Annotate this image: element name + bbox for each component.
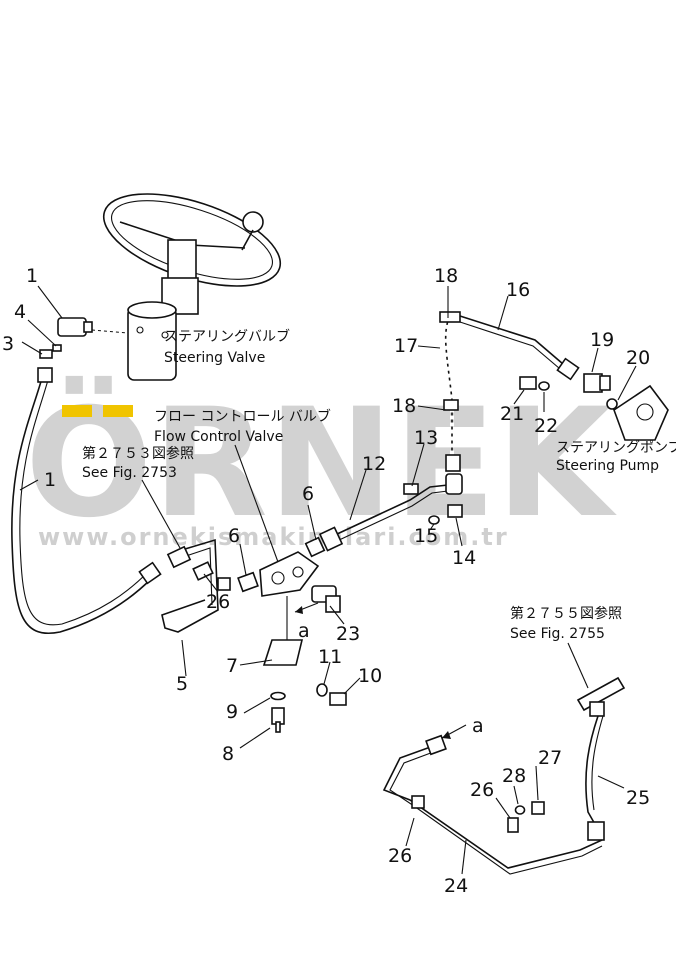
part-number: 8 [222,743,234,765]
ref-a1-label: a [298,620,310,642]
watermark-accent-left [62,405,92,417]
part-number: 21 [500,403,524,425]
part-number: 16 [506,279,530,301]
part-number: 26 [388,845,412,867]
bracket-7 [262,596,304,666]
part-number: 23 [336,623,360,645]
steering-valve [91,301,177,381]
steering-wheel [102,193,282,315]
watermark-brand: ÖRNEK [25,375,617,551]
part-number: 3 [2,333,14,355]
fig2753-en-label: See Fig. 2753 [82,465,177,481]
part-number: 19 [590,329,614,351]
part-number: 10 [358,665,382,687]
part-number: 14 [452,547,476,569]
watermark: ÖRNEK www.ornekismakinalari.com.tr [25,375,617,551]
part-number: 1 [44,469,56,491]
part-number: 5 [176,673,188,695]
bolt-10-washer-11 [316,683,347,706]
part-number: 15 [414,525,438,547]
part-number: 25 [626,787,650,809]
fig2755-en-label: See Fig. 2755 [510,626,605,642]
part-number: 18 [434,265,458,287]
part-number: 4 [14,301,26,323]
bolt-8 [270,691,286,733]
steering-pump-jp-label: ステアリングポンプ [556,440,676,456]
hose-1 [11,367,162,635]
part-number: 24 [444,875,468,897]
part-number: 13 [414,427,438,449]
tube-16 [459,315,580,381]
hose-25 [585,715,605,841]
watermark-accent-right [103,405,133,417]
fig2753-jp-label: 第２７５３図参照 [82,445,194,462]
part-number: 6 [228,525,240,547]
elbow-fitting [39,317,93,359]
tube-5 [161,538,219,633]
leader-lines [19,285,637,875]
flow-control-leader [234,444,279,563]
flow-control-valve [217,551,320,597]
bolt-14-washer-15 [428,504,463,525]
bolt-27-washer-28 [514,801,545,815]
part-numbers: 1 1 4 3 5 6 6 7 8 9 10 11 12 13 14 15 16… [2,265,650,897]
tube-24 [382,734,603,875]
part-number: 9 [226,701,238,723]
tube-12 [304,473,463,558]
connector-19-21 [519,373,611,393]
flow-control-jp-label: フロー コントロール バルブ [154,408,331,425]
fig2755-leader [567,642,589,689]
steering-valve-jp-label: ステアリングバルブ [164,328,290,345]
elbow-23 [311,585,341,613]
part-number: 28 [502,765,526,787]
fig2755-jp-label: 第２７５５図参照 [510,605,622,622]
part-number: 26 [470,779,494,801]
part-number: 6 [302,483,314,505]
steering-pump [606,384,669,441]
ref-a2-label: a [472,715,484,737]
part-number: 22 [534,415,558,437]
part-number: 18 [392,395,416,417]
part-number: 1 [26,265,38,287]
ref-a1-arrowhead [295,606,303,614]
flow-control-en-label: Flow Control Valve [154,429,283,445]
ref-a2-arrowhead [442,731,451,739]
part-number: 27 [538,747,562,769]
steering-valve-en-label: Steering Valve [164,350,265,366]
part-number: 26 [206,591,230,613]
part-number: 17 [394,335,418,357]
part-number: 12 [362,453,386,475]
fig2753-leader [141,479,181,549]
part-number: 7 [226,655,238,677]
fitting-25-top [576,676,626,717]
part-number: 11 [318,646,342,668]
hose-17 [439,310,461,472]
steering-pump-en-label: Steering Pump [556,458,659,474]
part-number: 20 [626,347,650,369]
